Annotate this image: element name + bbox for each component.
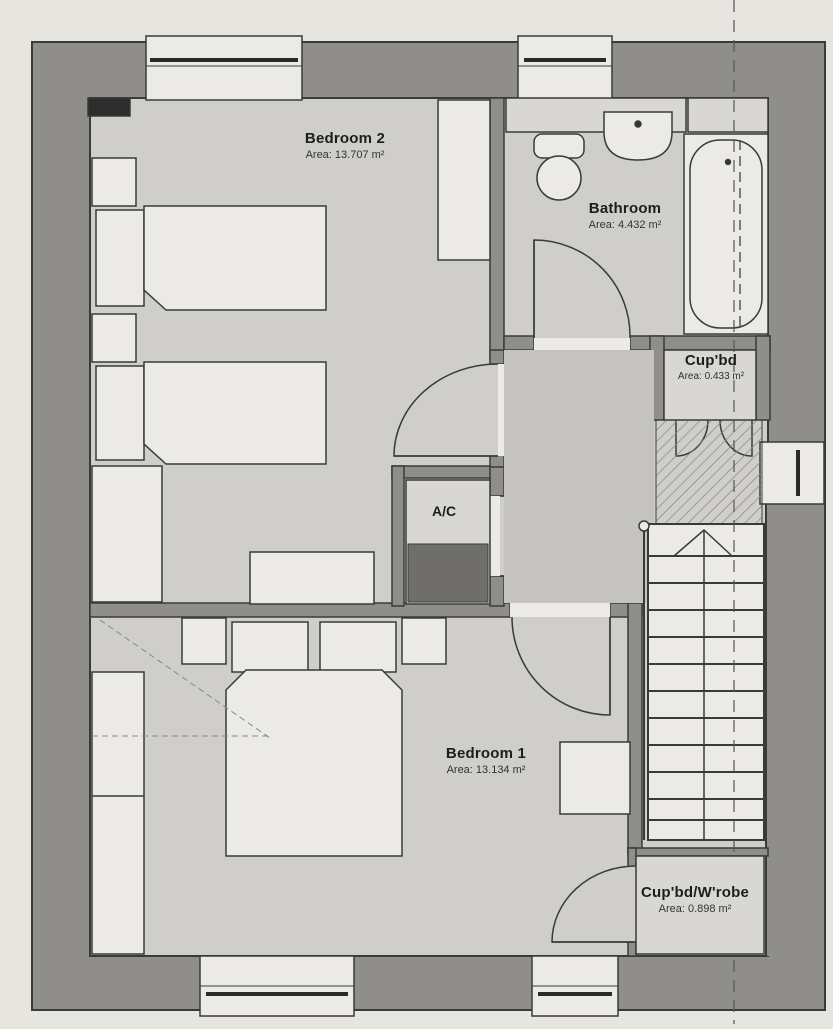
window-wardrobe [531, 955, 619, 1017]
door-bedroom1 [510, 603, 611, 716]
room-label-bedroom-1: Bedroom 1 Area: 13.134 m² [416, 745, 556, 776]
room-name: Bedroom 1 [445, 745, 527, 762]
radiator-icon [87, 97, 131, 117]
landing [504, 350, 654, 603]
windows [145, 35, 825, 1017]
room-label-cupboard-wardrobe: Cup'bd/W'robe Area: 0.898 m² [620, 884, 770, 915]
basin-icon [603, 111, 673, 161]
window-right [759, 441, 825, 505]
bedside-table-1 [91, 157, 137, 207]
room-name: Cup'bd [684, 352, 738, 369]
room-name: Cup'bd/W'robe [640, 884, 750, 901]
toilet-bowl-icon [536, 155, 582, 201]
room-area: Area: 0.898 m² [658, 903, 732, 915]
airing-cupboard [405, 479, 491, 605]
window-bedroom2 [145, 35, 303, 101]
toilet-cistern [533, 133, 585, 159]
right-wall-lower [766, 500, 816, 956]
single-bed-2-pillow [95, 365, 145, 461]
room-label-airing-cupboard: A/C [432, 503, 457, 519]
room-area: Area: 4.432 m² [588, 219, 662, 231]
chest-bedroom1 [559, 741, 631, 815]
bedside-table-left [181, 617, 227, 665]
desk [249, 551, 375, 605]
room-name: Bathroom [588, 200, 662, 217]
room-area: Area: 13.707 m² [305, 149, 385, 161]
window-bedroom1 [199, 955, 355, 1017]
room-label-bathroom: Bathroom Area: 4.432 m² [560, 200, 690, 231]
room-area: Area: 0.433 m² [677, 371, 745, 382]
pillow-right [319, 621, 397, 673]
chest-of-drawers [91, 465, 163, 603]
staircase [638, 0, 765, 1024]
room-name: Bedroom 2 [304, 130, 386, 147]
bathroom-fixtures [505, 97, 769, 335]
hot-water-tank [407, 543, 489, 603]
wardrobe-bedroom2 [437, 99, 491, 261]
bedroom1-furniture [91, 617, 631, 955]
pillow-left [231, 621, 309, 673]
window-bathroom [517, 35, 613, 101]
room-label-cupboard: Cup'bd Area: 0.433 m² [664, 352, 758, 382]
single-bed-1 [143, 205, 327, 311]
door-wardrobe [551, 865, 637, 943]
wardrobe-bedroom1 [91, 671, 145, 955]
single-bed-1-pillow [95, 209, 145, 307]
door-bathroom [533, 239, 631, 350]
bedside-table-2 [91, 313, 137, 363]
stair-bulkhead-hatch [655, 419, 763, 525]
room-label-bedroom-2: Bedroom 2 Area: 13.707 m² [270, 130, 420, 161]
right-wall-upper [768, 98, 816, 448]
single-bed-2 [143, 361, 327, 465]
bedside-table-right [401, 617, 447, 665]
bedroom2-furniture [87, 97, 491, 605]
double-bed [225, 669, 403, 857]
wardrobe-cupboard [635, 855, 765, 955]
room-area: Area: 13.134 m² [446, 764, 526, 776]
door-bedroom2 [393, 363, 504, 457]
cupboard-interior [663, 349, 757, 421]
